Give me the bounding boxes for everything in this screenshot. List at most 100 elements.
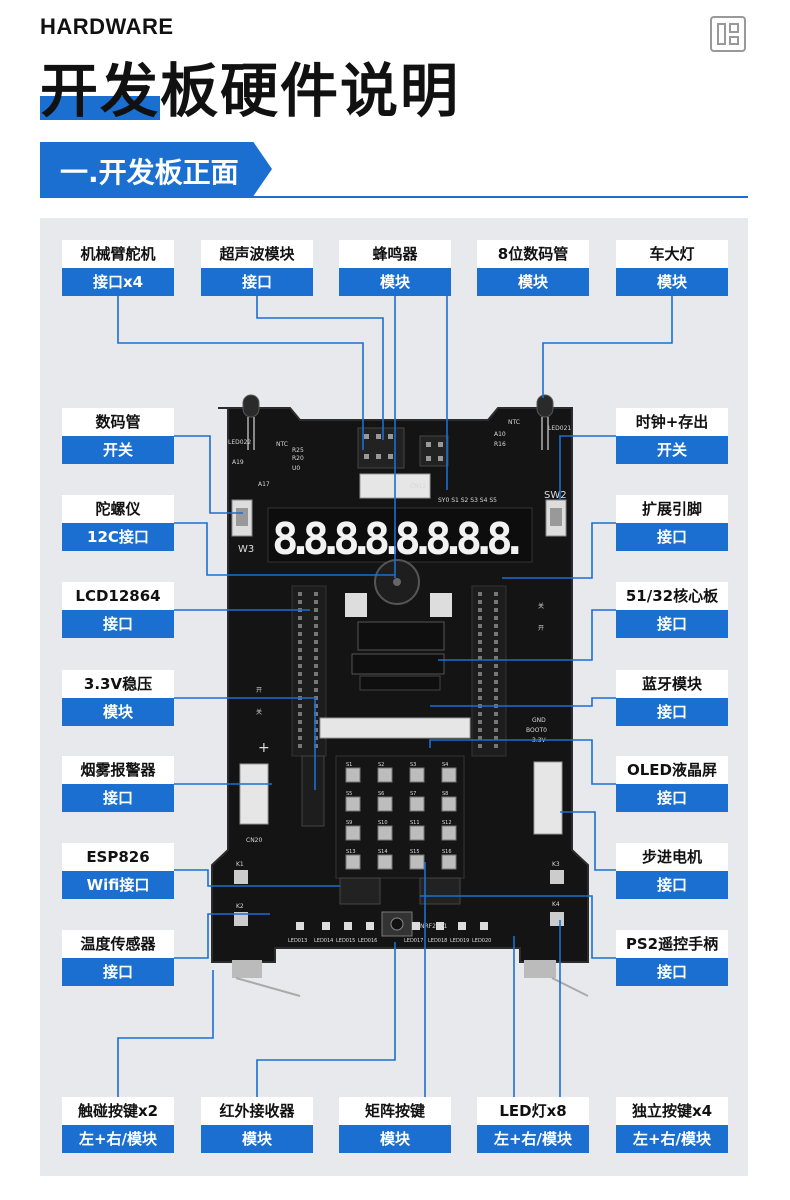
led-label: LED013 [288, 938, 307, 944]
k3-button [550, 870, 564, 884]
silk-led022: LED022 [228, 439, 251, 446]
headlight-left [242, 394, 260, 418]
silk-w3: W3 [238, 544, 254, 555]
matrix-key-label: S16 [442, 849, 452, 855]
led-3 [344, 922, 352, 930]
led-7 [458, 922, 466, 930]
led-label: LED014 [314, 938, 333, 944]
matrix-key [409, 796, 425, 812]
silk-r20: R20 [292, 455, 304, 462]
label-ps2: PS2遥控手柄接口 [616, 930, 728, 986]
silk-seg-port: SY0 S1 S2 S3 S4 S5 [438, 497, 497, 504]
label-bluetooth: 蓝牙模块接口 [616, 670, 728, 726]
silk-a17: A17 [258, 481, 270, 488]
label-servo: 机械臂舵机接口x4 [62, 240, 174, 296]
matrix-key-label: S1 [346, 762, 352, 768]
matrix-key-label: S3 [410, 762, 416, 768]
matrix-key-label: S11 [410, 820, 420, 826]
silk-a10: A10 [494, 431, 506, 438]
silk-close-right: 关 [538, 602, 544, 610]
core-header-right [471, 585, 507, 757]
matrix-key-label: S7 [410, 791, 416, 797]
page-title: 开发板硬件说明 [40, 57, 461, 125]
matrix-key [377, 825, 393, 841]
matrix-key-label: S4 [442, 762, 448, 768]
oled-connector-bar [319, 717, 471, 739]
matrix-key [441, 825, 457, 841]
k2-button [234, 912, 248, 926]
matrix-key-label: S8 [442, 791, 448, 797]
silk-open-right: 开 [538, 625, 544, 632]
matrix-key-label: S10 [378, 820, 388, 826]
seg-display: 8.8.8.8.8.8.8.8. [272, 514, 528, 565]
leader-lines [117, 296, 673, 1097]
matrix-key [441, 767, 457, 783]
silk-sw2: SW2 [544, 490, 567, 501]
seg-display-body [267, 507, 533, 563]
label-temp: 温度传感器接口 [62, 930, 174, 986]
led-label: LED017 [404, 938, 423, 944]
section-title: 一.开发板正面 [60, 156, 239, 189]
led-label: LED015 [336, 938, 355, 944]
silk-k4: K4 [552, 901, 560, 908]
silk-r25: R25 [292, 447, 304, 454]
led-4 [366, 922, 374, 930]
matrix-key [345, 796, 361, 812]
led-6 [436, 922, 444, 930]
matrix-key [409, 767, 425, 783]
silk-close-left: 关 [256, 708, 262, 716]
matrix-key-label: S14 [378, 849, 388, 855]
matrix-key [377, 796, 393, 812]
matrix-key-label: S5 [346, 791, 352, 797]
label-regulator: 3.3V稳压模块 [62, 670, 174, 726]
nrf-header [419, 877, 461, 905]
led-label: LED018 [428, 938, 447, 944]
silk-nrf: NRF2401 [420, 923, 448, 930]
matrix-key [377, 854, 393, 870]
label-smoke: 烟雾报警器接口 [62, 756, 174, 812]
label-buzzer: 蜂鸣器模块 [339, 240, 451, 296]
silk-ntc-right: NTC [508, 419, 520, 426]
matrix-key-label: S13 [346, 849, 356, 855]
lcd-socket [357, 621, 445, 651]
matrix-key [345, 825, 361, 841]
esp-header [339, 877, 381, 905]
buzzer-header [419, 435, 449, 467]
label-oled: OLED液晶屏接口 [616, 756, 728, 812]
silk-led021: LED021 [548, 425, 571, 432]
matrix-key-label: S6 [378, 791, 384, 797]
label-ir: 红外接收器模块 [201, 1097, 313, 1153]
led-label: LED019 [450, 938, 469, 944]
silk-a19: A19 [232, 459, 244, 466]
led-2 [322, 922, 330, 930]
led-label: LED016 [358, 938, 377, 944]
silk-gnd: GND [532, 717, 546, 724]
label-seg8: 8位数码管模块 [477, 240, 589, 296]
silk-cn12: CN12 [410, 483, 426, 490]
silk-open-left: 开 [256, 687, 262, 694]
k4-button [550, 912, 564, 926]
silk-k1: K1 [236, 861, 244, 868]
matrix-key-label: S12 [442, 820, 452, 826]
smoke-connector [239, 763, 269, 825]
label-stepper: 步进电机接口 [616, 843, 728, 899]
hardware-kicker: HARDWARE [40, 14, 174, 39]
silk-boot0: BOOT0 [526, 727, 547, 734]
led-5 [412, 922, 420, 930]
label-ultrasonic: 超声波模块接口 [201, 240, 313, 296]
stepper-connector [533, 761, 563, 835]
touch-switch-right [524, 960, 556, 978]
label-clock: 时钟+存出开关 [616, 408, 728, 464]
label-core: 51/32核心板接口 [616, 582, 728, 638]
matrix-key-label: S2 [378, 762, 384, 768]
section-tab: 一.开发板正面 [40, 142, 272, 196]
silk-u0: U0 [292, 465, 300, 472]
headlight-right [536, 394, 554, 418]
matrix-key [377, 767, 393, 783]
core-socket [351, 653, 445, 675]
k1-button [234, 870, 248, 884]
